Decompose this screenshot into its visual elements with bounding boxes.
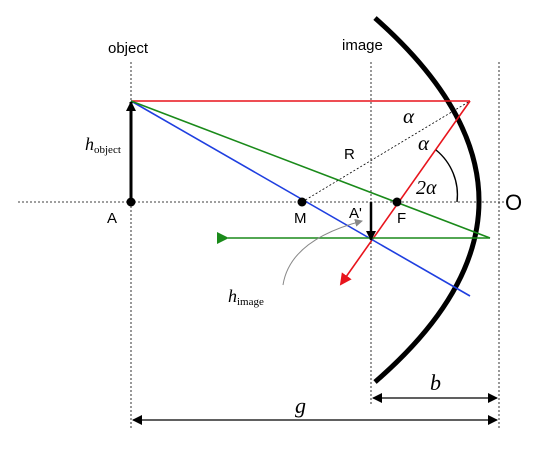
point-M-label: M: [294, 210, 307, 227]
two-alpha-label: 2α: [416, 177, 437, 199]
focal-point-F-label: F: [397, 210, 406, 227]
alpha-label-upper: α: [403, 104, 415, 128]
h-image-pointer: [282, 218, 363, 286]
b-label: b: [430, 370, 441, 395]
point-A-label: A: [107, 210, 117, 227]
h-object-label: hobject: [85, 134, 121, 156]
h-object-subscript: object: [94, 144, 121, 156]
point-F: [392, 197, 402, 207]
radius-line: [301, 100, 471, 203]
vertex-O-label: O: [505, 190, 522, 215]
h-image-label: himage: [228, 286, 264, 308]
two-alpha-angle-arc: [435, 149, 459, 203]
alpha-label-lower: α: [418, 131, 430, 155]
h-image-subscript: image: [237, 296, 264, 308]
focal-ray-incident: [130, 100, 491, 239]
parallel-ray-reflected: [339, 100, 471, 286]
g-label: g: [295, 393, 306, 418]
h-image-main: h: [228, 286, 237, 306]
point-M: [297, 197, 307, 207]
object-label: object: [108, 40, 149, 57]
R-label: R: [344, 146, 355, 163]
h-object-main: h: [85, 134, 94, 154]
concave-mirror: [373, 16, 482, 384]
image-point-A-prime-label: A': [349, 205, 362, 222]
image-label: image: [342, 37, 383, 54]
point-A: [126, 197, 136, 207]
